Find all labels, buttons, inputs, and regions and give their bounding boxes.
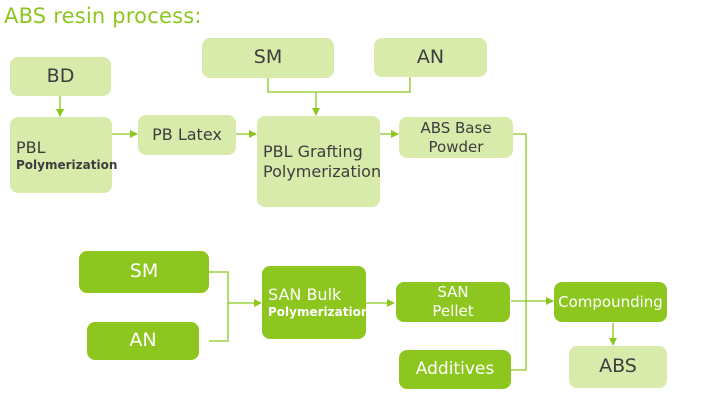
node-pbl-line2: Polymerization xyxy=(16,157,118,172)
node-absbase-line1: ABS Base xyxy=(420,118,492,137)
node-an-bottom-label: AN xyxy=(129,329,157,352)
line-sm-bottom-merge xyxy=(209,271,229,342)
line-absbase-down xyxy=(513,133,527,301)
node-an-top: AN xyxy=(374,38,487,77)
node-sanpellet-line2: Pellet xyxy=(432,302,474,320)
node-an-bottom: AN xyxy=(87,322,199,360)
node-san-pellet: SAN Pellet xyxy=(396,282,510,322)
diagram-title: ABS resin process: xyxy=(4,4,202,28)
node-grafting-line1: PBL Grafting xyxy=(263,141,363,161)
node-sm-top: SM xyxy=(202,38,334,78)
node-grafting-line2: Polymerization xyxy=(263,161,382,181)
node-abs: ABS xyxy=(569,346,667,388)
node-pb-latex-label: PB Latex xyxy=(152,125,222,144)
node-additives-label: Additives xyxy=(415,358,495,379)
node-abs-label: ABS xyxy=(599,355,637,378)
node-san-bulk: SAN Bulk Polymerization xyxy=(262,266,370,339)
node-pb-latex: PB Latex xyxy=(138,115,236,155)
node-abs-base-powder: ABS Base Powder xyxy=(399,117,513,158)
node-sanbulk-line2: Polymerization xyxy=(268,305,370,319)
node-sanbulk-line1: SAN Bulk xyxy=(268,285,342,304)
node-absbase-line2: Powder xyxy=(428,137,484,156)
node-sm-bottom: SM xyxy=(79,251,209,293)
node-an-top-label: AN xyxy=(416,45,445,68)
node-pbl-grafting: PBL Grafting Polymerization xyxy=(257,116,382,207)
node-sm-top-label: SM xyxy=(253,46,283,69)
node-additives: Additives xyxy=(399,350,511,389)
node-bd-label: BD xyxy=(46,64,75,87)
node-compounding-label: Compounding xyxy=(558,292,663,311)
line-sm-top-merge xyxy=(267,77,411,93)
node-sanpellet-line1: SAN xyxy=(437,283,469,302)
node-pbl-polymerization: PBL Polymerization xyxy=(10,117,117,193)
node-compounding: Compounding xyxy=(554,282,667,322)
line-additives-up xyxy=(511,301,527,371)
node-sm-bottom-label: SM xyxy=(129,260,159,283)
node-pbl-line1: PBL xyxy=(16,137,46,157)
node-bd: BD xyxy=(10,57,111,96)
